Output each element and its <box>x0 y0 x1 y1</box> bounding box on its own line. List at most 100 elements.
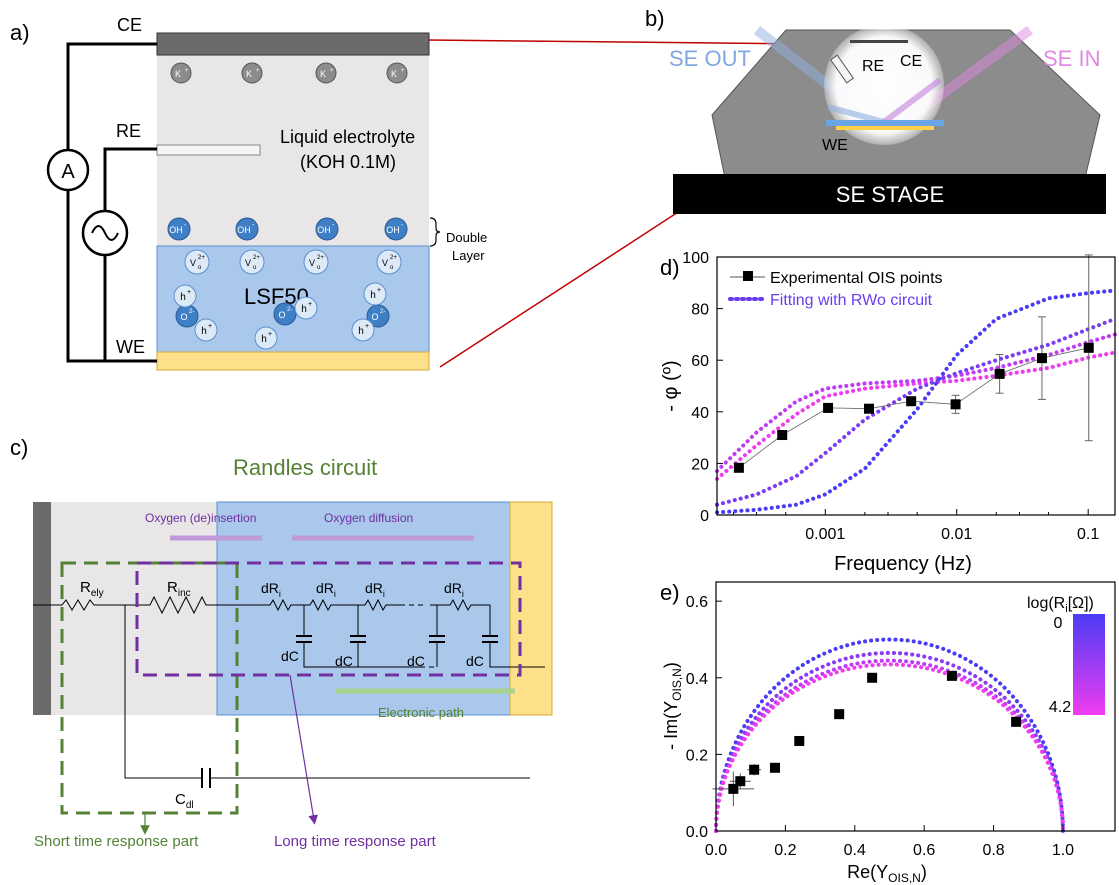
data-point <box>994 368 1005 379</box>
legend-experimental: Experimental OIS points <box>770 270 943 287</box>
colorbar-top-label: 0 <box>1054 615 1063 632</box>
y-tick-label: 80 <box>691 302 709 319</box>
hydroxide-ion: OH- <box>235 217 259 241</box>
electronic-path-label: Electronic path <box>378 705 464 720</box>
reference-electrode <box>156 144 261 156</box>
colorbar-title: log(Ri[Ω]) <box>1027 595 1094 615</box>
x-tick-label: 0.8 <box>982 842 1004 859</box>
se-in-label: SE IN <box>1043 46 1100 71</box>
ion-charge: 2- <box>287 307 292 313</box>
circuit-title: Randles circuit <box>233 455 377 480</box>
x-tick-label: 0.01 <box>941 526 972 543</box>
potassium-ion: K+ <box>386 62 408 84</box>
electrode-bar <box>33 502 51 715</box>
data-point <box>906 396 917 407</box>
fit-curve <box>715 332 1117 474</box>
ion-charge: 2+ <box>198 255 205 261</box>
dr-label: dRi <box>316 580 336 599</box>
beam-in-inner <box>882 77 942 125</box>
ion-label: OH <box>386 225 400 235</box>
label-re-b: RE <box>862 58 884 75</box>
ion-charge: - <box>184 222 187 229</box>
dr-label: dRi <box>261 580 281 599</box>
panel-label-a: a) <box>10 20 30 45</box>
resistor-labels: Rely Rinc dRi dRi dRi dRi <box>80 579 464 599</box>
label-we-b: WE <box>822 137 848 154</box>
capacitor-labels: dC dC dC dC Cdl <box>175 648 484 811</box>
hole: h+ <box>254 326 278 350</box>
hydroxide-ion: OH- <box>315 217 339 241</box>
x-tick-label: 1.0 <box>1052 842 1074 859</box>
potassium-ions: K+ K+ K+ K+ <box>170 62 408 84</box>
phase-ylabel: - φ (º) <box>660 360 682 411</box>
ion-label: V <box>309 258 315 268</box>
label-re: RE <box>116 121 141 141</box>
inner-re <box>829 54 855 84</box>
r-ely-label: Rely <box>80 579 104 599</box>
short-time-box <box>60 561 239 815</box>
label-we: WE <box>116 337 145 357</box>
phase-plot-frame <box>716 256 1116 516</box>
gold-zone <box>509 501 553 716</box>
ion-charge: - <box>332 222 335 229</box>
fit-arc <box>714 637 1065 833</box>
y-tick-label: 0.2 <box>686 747 708 764</box>
double-layer-label-2: Layer <box>452 248 485 263</box>
nyquist-ylabel: - Im(YOIS,N) <box>661 662 684 750</box>
data-point <box>834 709 845 720</box>
panel-label-e: e) <box>660 580 680 605</box>
wire-ce-we <box>66 42 157 363</box>
potassium-ion: K+ <box>170 62 192 84</box>
ion-charge: + <box>268 331 272 338</box>
ion-label: OH <box>237 225 251 235</box>
ammeter-icon <box>46 148 90 192</box>
ion-charge: + <box>308 301 312 308</box>
counter-electrode <box>156 32 430 56</box>
ion-label: OH <box>317 225 331 235</box>
y-tick-label: 0 <box>700 508 709 525</box>
double-layer-bracket <box>429 217 441 247</box>
panel-label-c: c) <box>10 435 28 460</box>
ion-label: K <box>391 69 397 79</box>
long-time-label: Long time response part <box>274 833 437 850</box>
ammeter-label: A <box>61 161 75 183</box>
data-point <box>728 783 739 794</box>
ion-charge: + <box>330 68 334 74</box>
hole: h+ <box>363 282 387 306</box>
ion-charge: 2- <box>380 309 385 315</box>
ion-label: h <box>201 326 207 337</box>
electrolyte-zone <box>50 502 218 715</box>
c-dl-label: Cdl <box>175 791 194 811</box>
short-time-label: Short time response part <box>34 833 199 850</box>
sine-wave-icon <box>91 225 119 241</box>
dr-label: dRi <box>444 580 464 599</box>
inner-gold <box>836 126 934 130</box>
r-inc-label: Rinc <box>167 579 191 599</box>
data-point <box>777 430 788 441</box>
data-point <box>863 403 874 414</box>
fit-arc <box>714 658 1065 833</box>
dc-label: dC <box>466 653 484 669</box>
x-tick-label: 0.0 <box>705 842 727 859</box>
panel-label-b: b) <box>645 6 665 31</box>
data-point <box>867 672 878 683</box>
long-time-box <box>135 561 522 677</box>
ion-label: h <box>180 292 186 303</box>
oxygen-diffusion-label: Oxygen diffusion <box>324 511 413 525</box>
nyquist-xlabel: Re(YOIS,N) <box>847 862 927 885</box>
y-tick-label: 100 <box>682 250 709 267</box>
ion-label: K <box>320 69 326 79</box>
y-tick-label: 20 <box>691 456 709 473</box>
wire-re <box>103 147 157 361</box>
zoom-connector-top <box>428 39 813 45</box>
label-ce-b: CE <box>900 53 922 70</box>
hole: h+ <box>173 284 197 308</box>
potassium-ion: K+ <box>241 62 263 84</box>
se-out-label: SE OUT <box>669 46 751 71</box>
ion-label: O <box>371 312 378 322</box>
ion-label: h <box>301 304 307 315</box>
